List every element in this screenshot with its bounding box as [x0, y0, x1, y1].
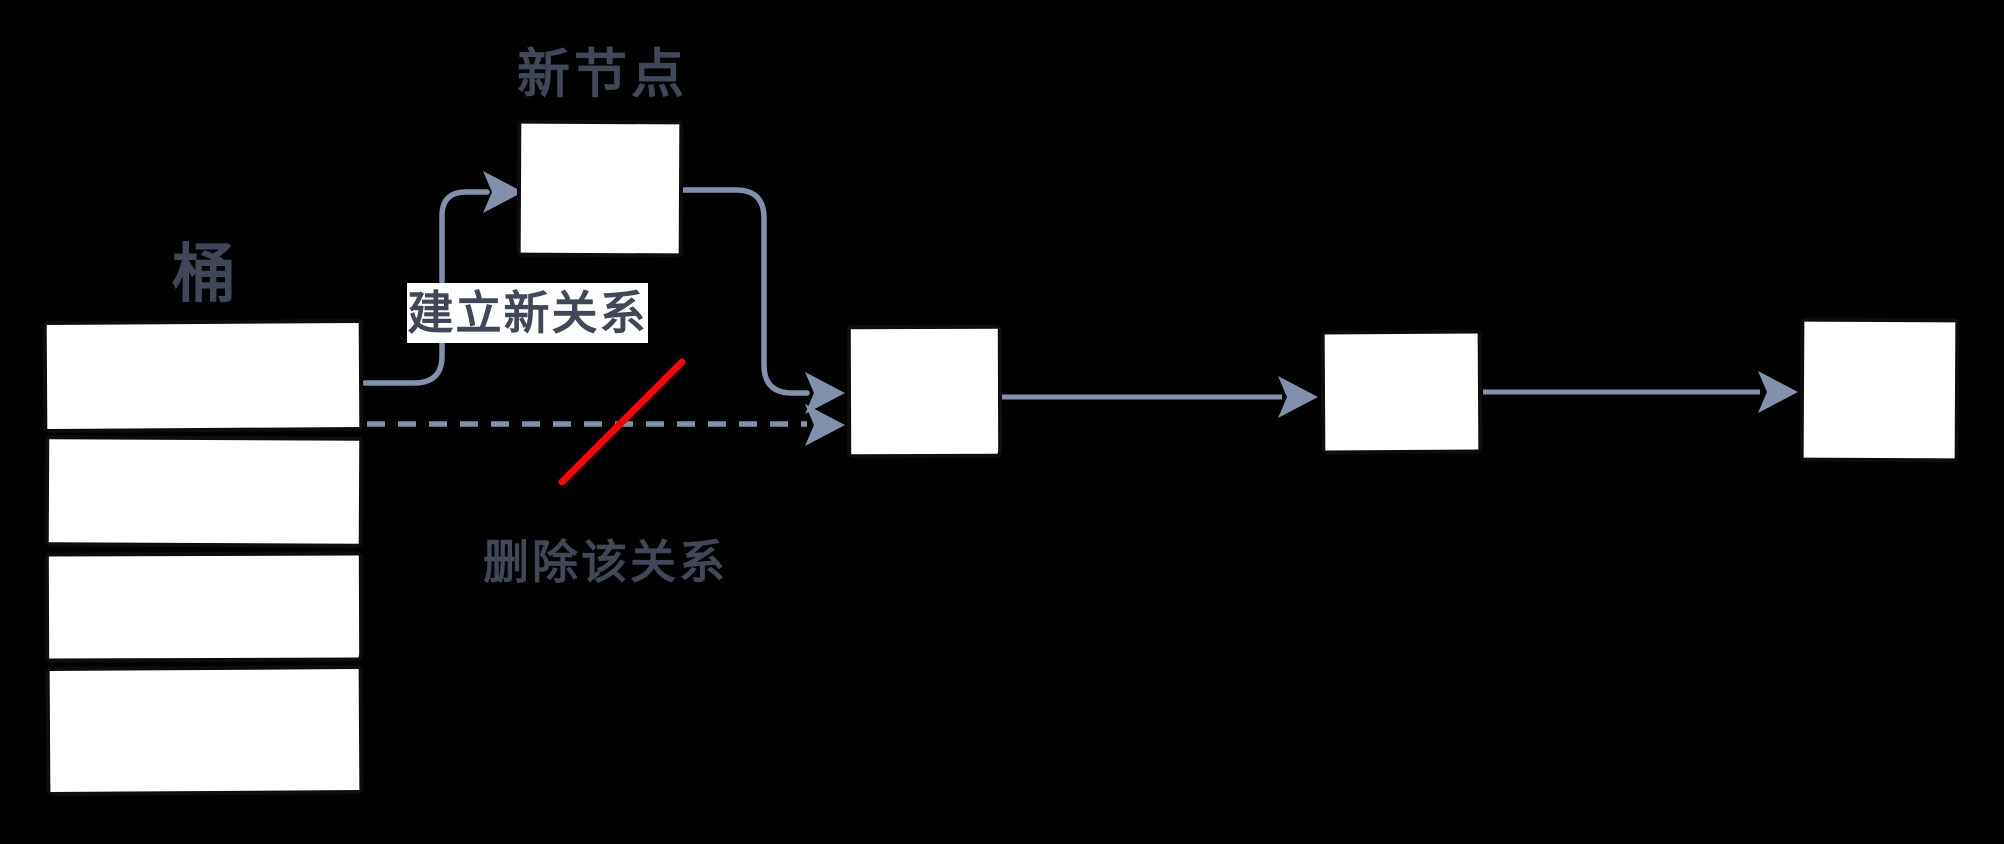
chain-arrow-2-head: [1758, 371, 1798, 413]
chain-node-1: [846, 324, 1003, 459]
chain-node-3: [1799, 317, 1960, 463]
chain-arrow-1-head: [1278, 376, 1318, 418]
delete-relation-label: 删除该关系: [483, 536, 728, 588]
create-relation-label: 建立新关系: [407, 283, 648, 343]
chain-node-2: [1320, 329, 1483, 455]
bucket-label: 桶: [172, 238, 238, 310]
new-node-label: 新节点: [517, 45, 688, 104]
bucket-slot-1: [42, 319, 364, 433]
bucket-slot-2: [44, 435, 364, 548]
new-node-box: [516, 119, 684, 258]
bucket-slot-3: [44, 551, 364, 663]
create-relation-arrowhead: [483, 171, 523, 213]
bucket-slot-4: [45, 665, 364, 796]
old-relation-arrowhead: [805, 404, 845, 446]
newnode-to-chain-arrow-line: [681, 187, 810, 396]
newnode-to-chain-arrowhead: [805, 372, 845, 414]
delete-slash: [558, 358, 686, 486]
